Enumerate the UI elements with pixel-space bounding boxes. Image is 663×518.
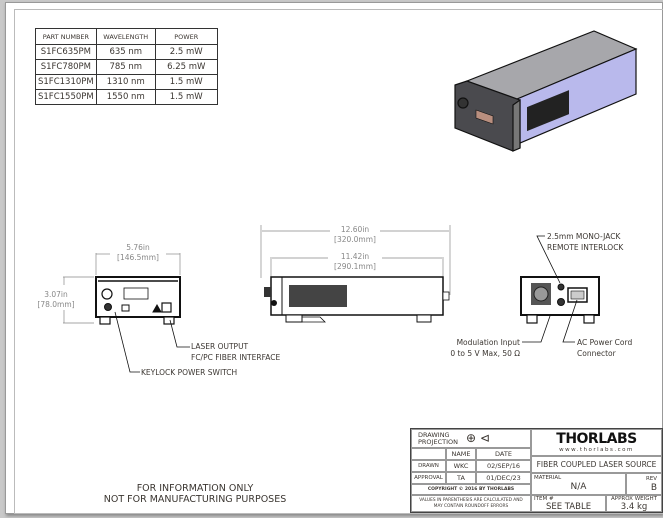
title-block: DRAWING PROJECTION ⊕ ⊲ NAME DATE DRAWN W… (410, 428, 663, 513)
dimension-value: 3.07in (44, 290, 68, 299)
rev-label: REV (645, 475, 657, 482)
callout-text: Modulation Input (456, 338, 520, 347)
logo-text: THORLABS (556, 430, 637, 447)
callout-text: 0 to 5 V Max, 50 Ω (450, 349, 520, 358)
isometric-view (454, 30, 638, 152)
front-view (63, 253, 190, 373)
dimension-value: 5.76in (126, 243, 150, 252)
notice-line: NOT FOR MANUFACTURING PURPOSES (103, 494, 287, 505)
drawing-title: FIBER COUPLED LASER SOURCE (531, 456, 662, 473)
dimension-value: [78.0mm] (37, 300, 75, 309)
approval-date: 01/DEC/23 (476, 472, 531, 484)
date-header: DATE (476, 448, 531, 460)
thorlabs-logo: THORLABS www.thorlabs.com (531, 429, 662, 456)
dimension-value: [290.1mm] (334, 262, 376, 271)
drawing-projection-label: DRAWING PROJECTION (418, 430, 458, 446)
interlock-callout: 2.5mm MONO-JACK REMOTE INTERLOCK (547, 231, 623, 253)
name-header: NAME (446, 448, 476, 460)
callout-text: FC/PC FIBER INTERFACE (191, 353, 281, 362)
copyright-text: COPYRIGHT © 2016 BY THORLABS (411, 484, 531, 495)
side-view (260, 225, 451, 323)
drawn-date: 02/SEP/16 (476, 460, 531, 472)
modulation-callout: Modulation Input 0 to 5 V Max, 50 Ω (448, 337, 520, 359)
front-height-dimension: 3.07in [78.0mm] (32, 290, 80, 310)
dimension-value: 12.60in (340, 225, 370, 234)
approval-name: TA (446, 472, 476, 484)
item-cell: ITEM # SEE TABLE (531, 495, 606, 512)
drawing-projection-cell: DRAWING PROJECTION ⊕ ⊲ (411, 429, 531, 448)
material-label: MATERIAL (534, 475, 562, 481)
callout-text: Connector (577, 349, 616, 358)
item-label: ITEM # (534, 495, 554, 502)
callout-text: LASER OUTPUT (191, 342, 249, 351)
cell: 1.5 mW (154, 89, 218, 105)
item-value: SEE TABLE (545, 501, 592, 512)
values-note: VALUES IN PARENTHESIS ARE CALCULATED AND… (411, 495, 531, 512)
drawn-label: DRAWN (411, 460, 446, 472)
notice-line: FOR INFORMATION ONLY (136, 483, 254, 494)
ac-power-callout: AC Power Cord Connector (577, 337, 632, 359)
material-cell: MATERIAL N/A (531, 473, 626, 495)
weight-value: 3.4 kg (620, 501, 648, 512)
overall-length-dimension: 12.60in [320.0mm] (328, 225, 382, 245)
keylock-callout: KEYLOCK POWER SWITCH (141, 368, 238, 377)
dimension-value: [146.5mm] (117, 253, 159, 262)
rev-cell: REV B (626, 473, 662, 495)
front-width-dimension: 5.76in [146.5mm] (111, 243, 165, 263)
callout-text: 2.5mm MONO-JACK (547, 232, 621, 241)
dimension-value: [320.0mm] (334, 235, 376, 244)
callout-text: AC Power Cord (577, 338, 633, 347)
laser-output-callout: LASER OUTPUT FC/PC FIBER INTERFACE (191, 341, 280, 363)
callout-text: REMOTE INTERLOCK (547, 243, 624, 252)
material-value: N/A (570, 482, 587, 492)
blank-cell (411, 448, 446, 460)
sheet-frame (14, 9, 663, 514)
weight-label: APPROX WEIGHT (610, 495, 657, 502)
website-text: www.thorlabs.com (559, 446, 634, 453)
drawn-name: WKC (446, 460, 476, 472)
body-length-dimension: 11.42in [290.1mm] (328, 252, 382, 272)
dimension-value: 11.42in (340, 252, 370, 261)
approval-label: APPROVAL (411, 472, 446, 484)
information-notice: FOR INFORMATION ONLY NOT FOR MANUFACTURI… (95, 483, 295, 505)
rev-value: B (650, 482, 657, 493)
projection-symbol-icon: ⊕ ⊲ (466, 431, 490, 445)
weight-cell: APPROX WEIGHT 3.4 kg (606, 495, 662, 512)
rear-view (520, 235, 600, 343)
